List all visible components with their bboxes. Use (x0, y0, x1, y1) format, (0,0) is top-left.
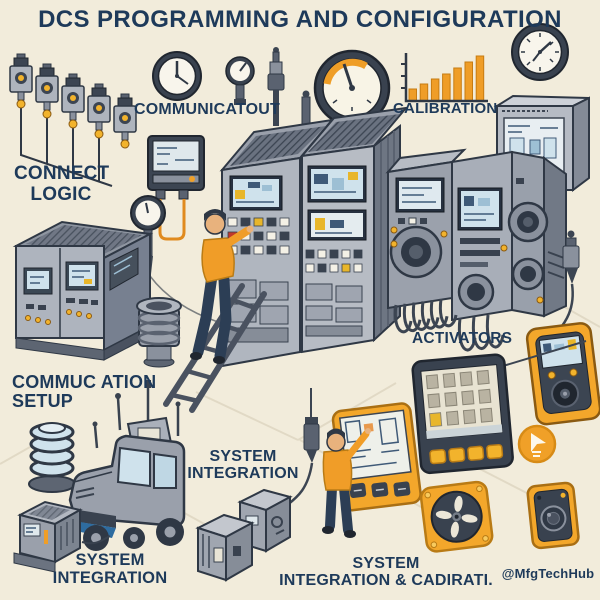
spring-icon (28, 422, 76, 493)
calibration-bars (408, 55, 485, 102)
label-system-integration-left: SYSTEM INTEGRATION (43, 551, 177, 588)
sensor-probe-icon (267, 47, 285, 126)
label-system-integration-center: SYSTEM INTEGRATION (181, 448, 305, 483)
label-sysint-center-line1: SYSTEM (209, 448, 277, 465)
actuator-row-icon (9, 53, 137, 187)
label-commucation-setup-line2: SETUP (12, 391, 74, 412)
label-connect-logic-line1: CONNECT (14, 163, 110, 184)
service-truck-icon (66, 380, 186, 551)
label-activators: ACTIVATORS (412, 330, 513, 347)
technician-icon (190, 209, 254, 364)
arrow-badge-icon (517, 424, 557, 464)
technician2-icon (322, 428, 371, 538)
hanging-probe-left-icon (285, 388, 320, 507)
label-sysint-right-line2: INTEGRATION & CADIRATI. (279, 572, 493, 590)
actuator-unit-icon (9, 53, 33, 109)
page-title: DCS PROGRAMMING AND CONFIGURATION (38, 6, 562, 33)
hmi-display-icon (411, 353, 514, 475)
pressure-gauge-icon (152, 51, 202, 101)
wall-hmi-icon (147, 135, 205, 241)
speaker-unit-icon (526, 481, 580, 550)
label-commucation-setup: COMMUC ATION SETUP (12, 372, 172, 412)
actuator-unit-icon (61, 73, 85, 129)
pipe-coupling-icon (136, 297, 182, 368)
touch-panel-icon (331, 402, 422, 512)
label-sysint-center-line2: INTEGRATION (187, 465, 299, 483)
wall-clock-icon (511, 23, 569, 81)
module-cubes-icon (195, 488, 293, 582)
mini-gauge-icon (225, 56, 255, 105)
bar-chart-icon (401, 53, 488, 103)
fan-unit-icon (419, 480, 494, 553)
orange-gauge-icon (313, 49, 391, 127)
label-connect-logic-line2: LOGIC (30, 183, 92, 205)
label-sysint-left-line1: SYSTEM (75, 551, 145, 569)
label-system-integration-right: SYSTEM INTEGRATION & CADIRATI. (272, 555, 500, 590)
actuator-unit-icon (35, 63, 59, 119)
actuator-unit-icon (113, 93, 137, 149)
field-box-icon (13, 500, 111, 573)
control-cabinet-icon (12, 220, 154, 361)
activator-bank-icon (385, 148, 567, 352)
label-communicatout: COMMUNICATOUT (134, 101, 280, 118)
handheld-tester-icon (525, 322, 600, 426)
watermark-handle: @MfgTechHub (501, 566, 595, 581)
label-commucation-setup-line1: COMMUC ATION (12, 372, 157, 392)
label-sysint-left-line2: INTEGRATION (52, 568, 168, 587)
label-connect-logic: CONNECT LOGIC (14, 163, 110, 205)
actuator-unit-icon (87, 83, 111, 139)
label-calibration: CALIBRATION (393, 100, 498, 117)
label-sysint-right-line1: SYSTEM (352, 555, 420, 572)
